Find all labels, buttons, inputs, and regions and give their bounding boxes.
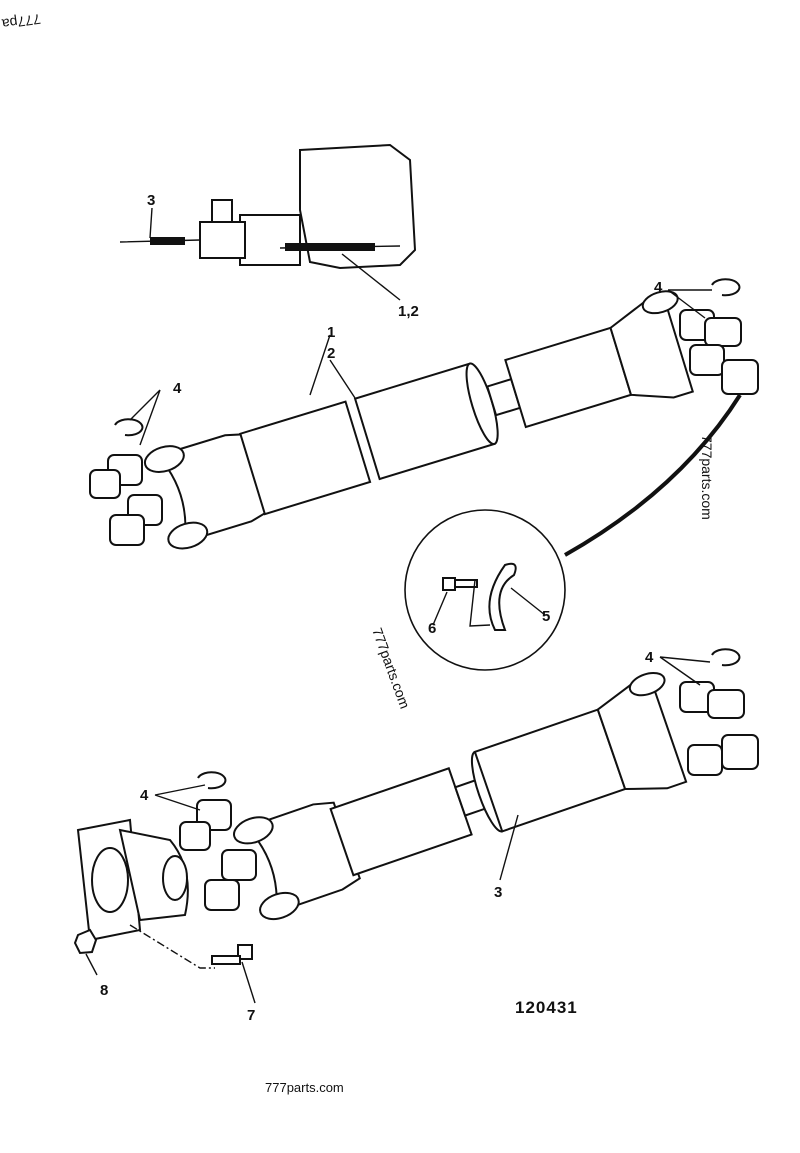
callout-nut-8: 8: [100, 982, 108, 999]
upper-right-universal-joint: [667, 278, 759, 395]
nut-8: [73, 928, 98, 976]
companion-flange: [76, 818, 215, 969]
watermark-bottom: 777parts.com: [265, 1080, 344, 1095]
callout-upper-1: 1: [327, 324, 335, 341]
callout-inset-1-2: 1,2: [398, 303, 419, 320]
watermark-middle: 777parts.com: [369, 626, 413, 711]
inset-transmission-view: [119, 143, 417, 301]
callout-upper-2: 2: [327, 345, 335, 362]
detail-clip-and-bolt: [404, 509, 566, 671]
callout-inset-3: 3: [147, 192, 155, 209]
upper-left-universal-joint: [89, 389, 163, 546]
lower-left-universal-joint: [154, 771, 257, 911]
watermark-right: 777parts.com: [699, 435, 715, 520]
callout-detail-5: 5: [542, 608, 550, 625]
lower-drive-shaft: [233, 672, 688, 921]
callout-detail-6: 6: [428, 620, 436, 637]
callout-upper-right-4: 4: [654, 279, 663, 296]
lower-right-universal-joint: [659, 648, 759, 776]
callout-lower-3: 3: [494, 884, 502, 901]
callout-bolt-7: 7: [247, 1007, 255, 1024]
upper-drive-shaft: [143, 290, 695, 550]
callout-lower-right-4: 4: [645, 649, 654, 666]
callout-upper-left-4: 4: [173, 380, 182, 397]
bolt-7: [211, 944, 256, 1004]
callout-lower-left-4: 4: [140, 787, 149, 804]
watermark-top-left: 777pa: [1, 11, 42, 32]
figure-number: 120431: [515, 998, 578, 1017]
